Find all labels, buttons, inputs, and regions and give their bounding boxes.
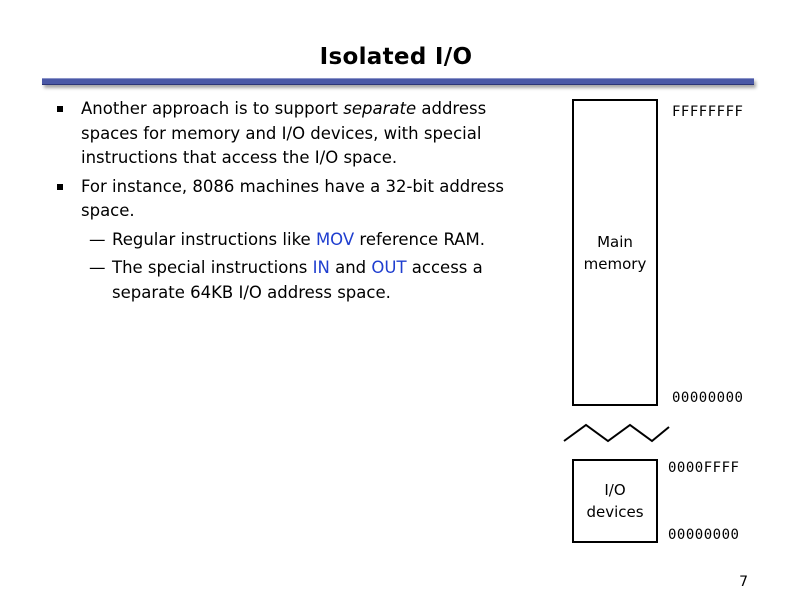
title-divider [42, 78, 754, 85]
subbullet-text-pre: Regular instructions like [112, 229, 316, 249]
memory-top-address: FFFFFFFF [672, 104, 744, 120]
bullet-text-pre: Another approach is to support [81, 99, 344, 118]
subbullet-text-post: reference RAM. [354, 229, 486, 249]
keyword-in: IN [312, 258, 330, 277]
keyword-mov: MOV [315, 229, 355, 249]
io-devices-label: I/O devices [572, 479, 658, 523]
main-memory-box [572, 99, 658, 406]
bullet-text-emphasis: separate [343, 99, 417, 118]
memory-bottom-address: 00000000 [672, 390, 744, 406]
io-devices-label-line1: I/O [604, 481, 626, 499]
main-memory-label-line2: memory [583, 255, 647, 273]
io-devices-box [572, 459, 658, 543]
bullet-list: Another approach is to support separate … [55, 97, 545, 309]
dash-icon: — [89, 258, 106, 277]
bullet-8086-example: For instance, 8086 machines have a 32-bi… [55, 175, 545, 224]
bullet-text-post: address spaces for memory and I/O device… [81, 99, 487, 167]
main-memory-label: Main memory [572, 231, 658, 275]
subbullet-text-pre: The special instructions [112, 258, 313, 277]
subbullet-in-out: — The special instructions IN and OUT ac… [55, 256, 545, 305]
io-devices-label-line2: devices [586, 503, 644, 521]
keyword-out: OUT [371, 258, 407, 277]
bullet-square-icon [57, 106, 63, 112]
subbullet-text-post: access a separate 64KB I/O address space… [112, 258, 483, 302]
io-top-address: 0000FFFF [668, 460, 740, 476]
bullet-text: For instance, 8086 machines have a 32-bi… [81, 176, 505, 221]
io-bottom-address: 00000000 [668, 527, 740, 543]
dash-icon: — [89, 229, 106, 249]
main-memory-label-line1: Main [597, 233, 633, 251]
bullet-separate-address-spaces: Another approach is to support separate … [55, 97, 545, 171]
bullet-square-icon [57, 183, 63, 190]
subbullet-text-mid: and [329, 258, 372, 277]
slide-title: Isolated I/O [319, 44, 473, 70]
page-number: 7 [739, 574, 748, 590]
subbullet-mov: — Regular instructions like MOV referenc… [55, 228, 545, 253]
